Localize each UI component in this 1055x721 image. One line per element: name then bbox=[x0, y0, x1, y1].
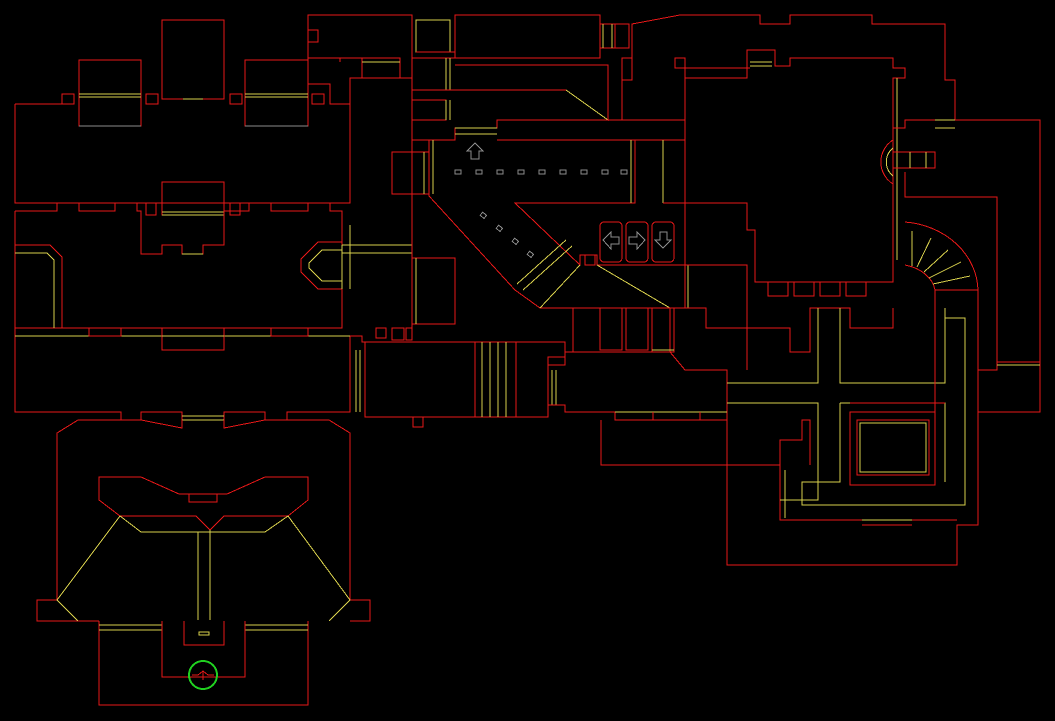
middle-left-hall bbox=[14, 181, 412, 329]
arrow-corridor bbox=[391, 127, 685, 309]
upper-left-rooms bbox=[14, 19, 351, 204]
arrow-down-icon bbox=[653, 231, 673, 249]
upper-right-chamber bbox=[621, 49, 1041, 413]
arrow-doors bbox=[599, 221, 675, 263]
lower-left-corridor bbox=[14, 327, 351, 421]
arrow-left-icon bbox=[602, 230, 620, 251]
curved-stairs bbox=[904, 221, 979, 370]
player-icon bbox=[188, 660, 218, 690]
pillar-room bbox=[572, 264, 748, 353]
bottom-left-arena bbox=[36, 419, 371, 706]
arrow-right-icon bbox=[628, 230, 646, 251]
conveyor-dashes bbox=[454, 169, 628, 259]
lower-right-maze bbox=[600, 307, 979, 566]
middle-connector bbox=[350, 257, 728, 428]
diagonal-ramp bbox=[516, 239, 686, 309]
arrow-up-icon bbox=[465, 142, 485, 160]
